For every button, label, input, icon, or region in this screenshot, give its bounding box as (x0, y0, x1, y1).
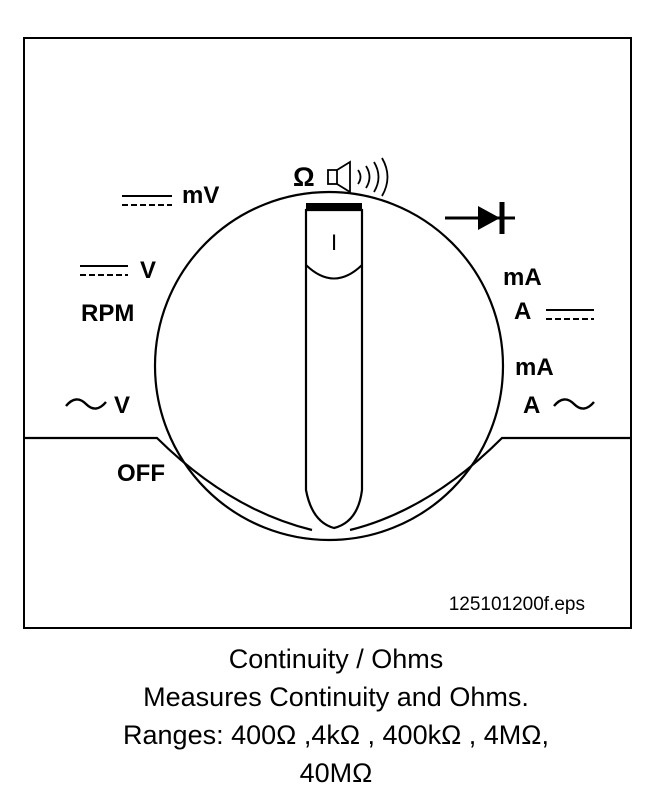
speaker-icon (327, 160, 351, 194)
caption-ranges-continued: 40MΩ (299, 758, 373, 788)
rpm-label: RPM (81, 300, 134, 327)
bezel-right (349, 436, 631, 532)
sound-wave-icon (357, 157, 389, 197)
caption-title: Continuity / Ohms (228, 644, 444, 674)
a-ac-label: A (523, 392, 540, 419)
caption-description: Measures Continuity and Ohms. (143, 682, 529, 712)
dc-symbol-icon (80, 265, 128, 276)
file-name: 125101200f.eps (449, 594, 585, 615)
ac-wave-icon (553, 398, 595, 410)
off-label: OFF (117, 460, 165, 487)
pointer-mark: I (331, 230, 337, 255)
v-dc-label: V (140, 257, 156, 284)
mv-label: mV (182, 182, 219, 209)
ohm-label: Ω (293, 162, 315, 192)
rotary-dial[interactable] (153, 190, 505, 542)
dc-symbol-icon (122, 195, 172, 206)
dial-diagram: I Ω mV V RPM V OFF mA A mA (23, 37, 632, 629)
ma-dc-label: mA (503, 264, 542, 291)
dc-symbol-icon (546, 309, 594, 320)
diode-icon (445, 202, 515, 234)
bezel-left (24, 436, 313, 532)
diagram-border (23, 37, 632, 629)
ac-wave-icon (65, 398, 107, 410)
ma-ac-label: mA (515, 354, 554, 381)
selector-pointer[interactable]: I (304, 203, 364, 530)
caption-ranges: Ranges: 400Ω ,4kΩ , 400kΩ , 4MΩ, (123, 720, 549, 750)
caption: Continuity / Ohms Measures Continuity an… (0, 640, 672, 792)
v-ac-label: V (114, 392, 130, 419)
a-dc-label: A (514, 298, 531, 325)
